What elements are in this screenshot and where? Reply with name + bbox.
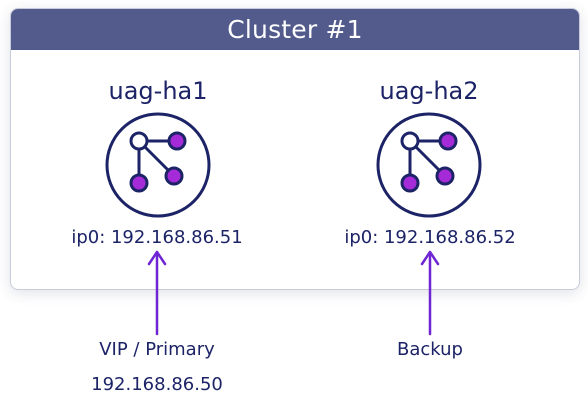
primary-label: VIP / Primary xyxy=(99,339,215,360)
node-name-uag-ha2: uag-ha2 xyxy=(379,77,479,105)
node-name-uag-ha1: uag-ha1 xyxy=(108,77,208,105)
backup-label: Backup xyxy=(397,339,463,360)
cluster-node-icon xyxy=(376,112,482,218)
cluster-card: Cluster #1 xyxy=(10,8,580,290)
vip-address-label: 192.168.86.50 xyxy=(91,374,223,395)
node-ip-uag-ha1: ip0: 192.168.86.51 xyxy=(71,227,243,248)
cluster-node-icon xyxy=(105,112,211,218)
node-ip-uag-ha2: ip0: 192.168.86.52 xyxy=(344,227,516,248)
cluster-title: Cluster #1 xyxy=(11,9,579,50)
